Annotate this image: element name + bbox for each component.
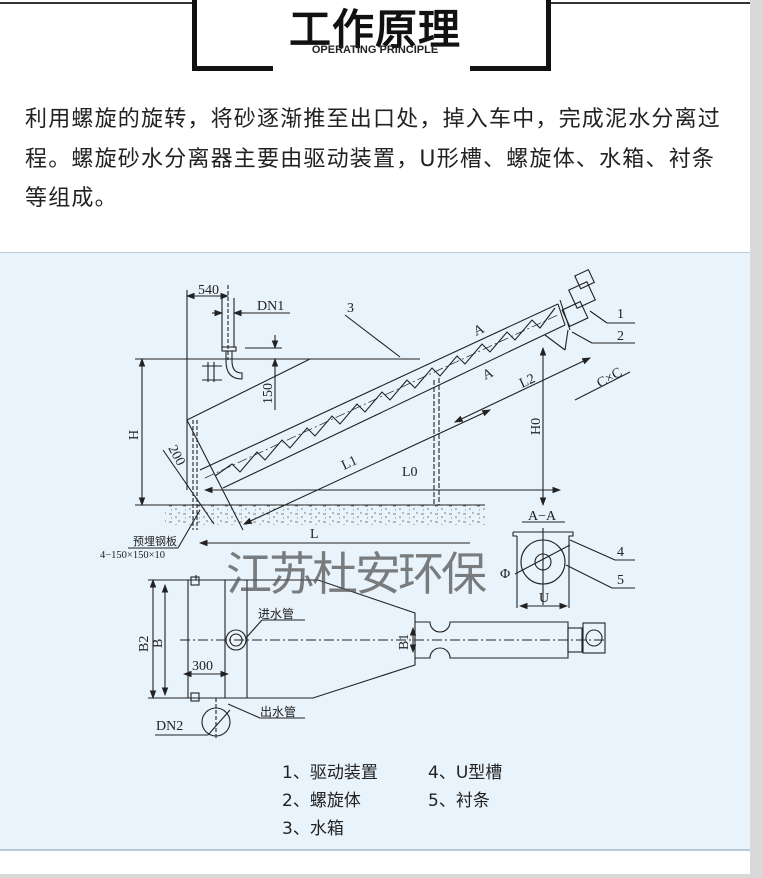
callout-2: 2	[617, 329, 624, 344]
section-mark-a-lower: A	[480, 365, 496, 383]
drive-motor-icon	[559, 268, 597, 331]
header-rule-left	[0, 2, 194, 4]
section-title-a-a: A−A	[528, 509, 557, 524]
dim-cxc: C×C	[595, 365, 626, 391]
elevation-view	[128, 268, 635, 549]
section-view-a-a	[512, 521, 635, 610]
label-outlet-pipe: 出水管	[260, 704, 296, 719]
page: 工作原理 OPERATING PRINCIPLE 利用螺旋的旋转，将砂逐渐推至出…	[0, 0, 750, 874]
dim-u: U	[539, 591, 549, 606]
section-mark-a-upper: A	[471, 321, 487, 339]
dim-l2: L2	[517, 371, 537, 391]
legend-item-5: 5、衬条	[428, 791, 490, 811]
legend-item-4: 4、U型槽	[428, 763, 502, 783]
legend: 1、驱动装置 4、U型槽 2、螺旋体 5、衬条 3、水箱	[282, 763, 502, 839]
dim-l1: L1	[339, 453, 359, 473]
dim-b2: B2	[137, 636, 152, 652]
dim-b: B	[151, 639, 166, 648]
dim-h: H	[127, 430, 142, 440]
dim-540: 540	[198, 283, 219, 298]
section-title: 工作原理	[288, 5, 461, 54]
dim-dn2: DN2	[156, 719, 183, 734]
plan-view	[148, 575, 606, 740]
label-embedded-plate-spec: 4−150×150×10	[100, 550, 165, 561]
description-text: 利用螺旋的旋转，将砂逐渐推至出口处，掉入车中，完成泥水分离过程。螺旋砂水分离器主…	[25, 107, 722, 211]
callout-4: 4	[617, 545, 624, 560]
diagram-labels: 540 DN1 3 150 H 200 L1 L0 L L2 H0 C×C A …	[100, 283, 625, 734]
legend-item-3: 3、水箱	[282, 819, 344, 839]
header-bracket-left	[192, 0, 273, 71]
dim-300: 300	[192, 659, 213, 674]
label-embedded-plate: 预埋钢板	[133, 534, 177, 548]
header-bracket-right	[470, 0, 551, 71]
callout-3: 3	[347, 301, 354, 316]
callout-5: 5	[617, 573, 624, 588]
dim-l0: L0	[402, 465, 418, 480]
dim-150: 150	[261, 383, 276, 404]
header-rule-right	[548, 2, 750, 4]
legend-item-1: 1、驱动装置	[282, 763, 378, 783]
diagram-panel	[0, 252, 750, 851]
label-inlet-pipe: 进水管	[258, 606, 294, 621]
dim-b1: B1	[397, 634, 412, 650]
section-subtitle: OPERATING PRINCIPLE	[311, 44, 439, 56]
screw-separator-diagram: 540 DN1 3 150 H 200 L1 L0 L L2 H0 C×C A …	[100, 268, 635, 839]
legend-item-2: 2、螺旋体	[282, 791, 361, 811]
dim-dn1: DN1	[257, 299, 284, 314]
dim-200: 200	[164, 443, 187, 469]
dim-h0: H0	[529, 418, 544, 435]
dim-phi: Φ	[500, 567, 510, 582]
callout-1: 1	[617, 307, 624, 322]
dim-l: L	[310, 527, 319, 542]
watermark: 江苏杜安环保	[226, 547, 487, 601]
